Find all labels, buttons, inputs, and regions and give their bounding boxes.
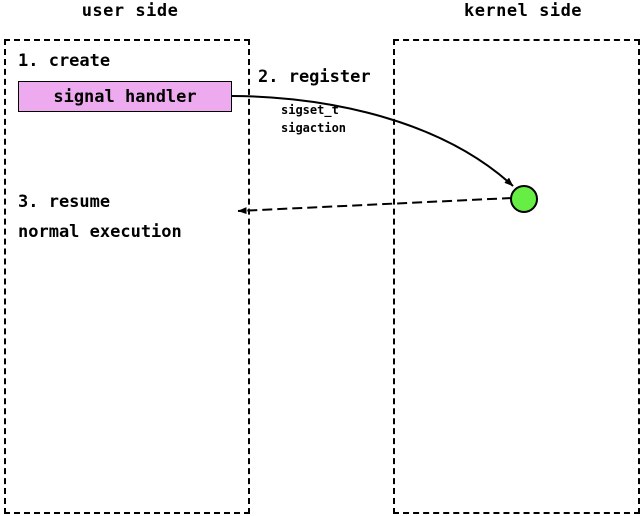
- user-side-region: [4, 39, 250, 514]
- syscall-types-note: sigset_t sigaction: [281, 103, 347, 135]
- step-1-create-label: 1. create: [18, 51, 111, 71]
- signal-handler-label: signal handler: [53, 86, 197, 107]
- column-title-user-side: user side: [81, 1, 179, 21]
- column-title-kernel-side: kernel side: [463, 1, 583, 21]
- step-3-resume-label: 3. resume normal execution: [18, 192, 182, 242]
- kernel-side-region: [393, 39, 640, 514]
- step-2-register-label: 2. register: [258, 67, 371, 87]
- signal-handler-box: signal handler: [18, 81, 232, 112]
